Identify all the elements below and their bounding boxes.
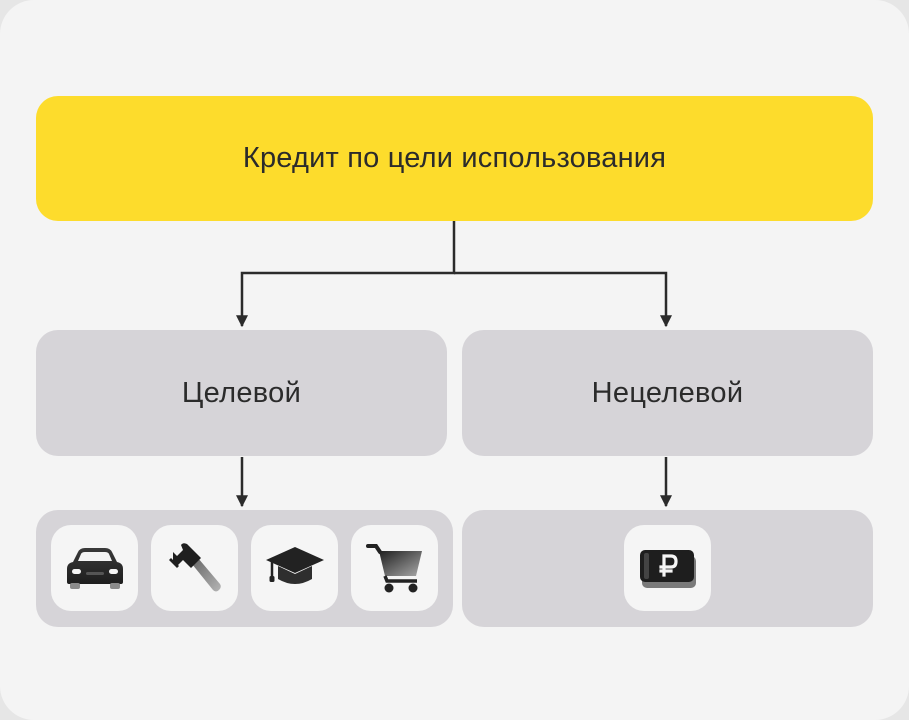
graduation-cap-tile: [251, 525, 338, 611]
shopping-cart-icon: [365, 544, 422, 593]
car-icon: [66, 548, 123, 589]
shopping-cart-tile: [351, 525, 438, 611]
branch-node-targeted: Целевой: [36, 330, 447, 456]
hammer-icon: [168, 543, 221, 592]
graduation-cap-icon: [265, 547, 324, 584]
car-tile: [51, 525, 138, 611]
hammer-tile: [151, 525, 238, 611]
ruble-banknote-tile: [624, 525, 711, 611]
root-node: Кредит по цели использования: [36, 96, 873, 221]
ruble-banknote-icon: [639, 550, 696, 588]
root-to-branches-connector: [236, 221, 672, 328]
branch-node-targeted-label: Целевой: [181, 376, 302, 409]
branch-node-non-targeted-label: Нецелевой: [591, 376, 744, 409]
targeted-purposes-group: [36, 510, 453, 627]
non-targeted-purposes-group: [462, 510, 873, 627]
root-node-label: Кредит по цели использования: [242, 142, 667, 174]
branch-node-non-targeted: Нецелевой: [462, 330, 873, 456]
